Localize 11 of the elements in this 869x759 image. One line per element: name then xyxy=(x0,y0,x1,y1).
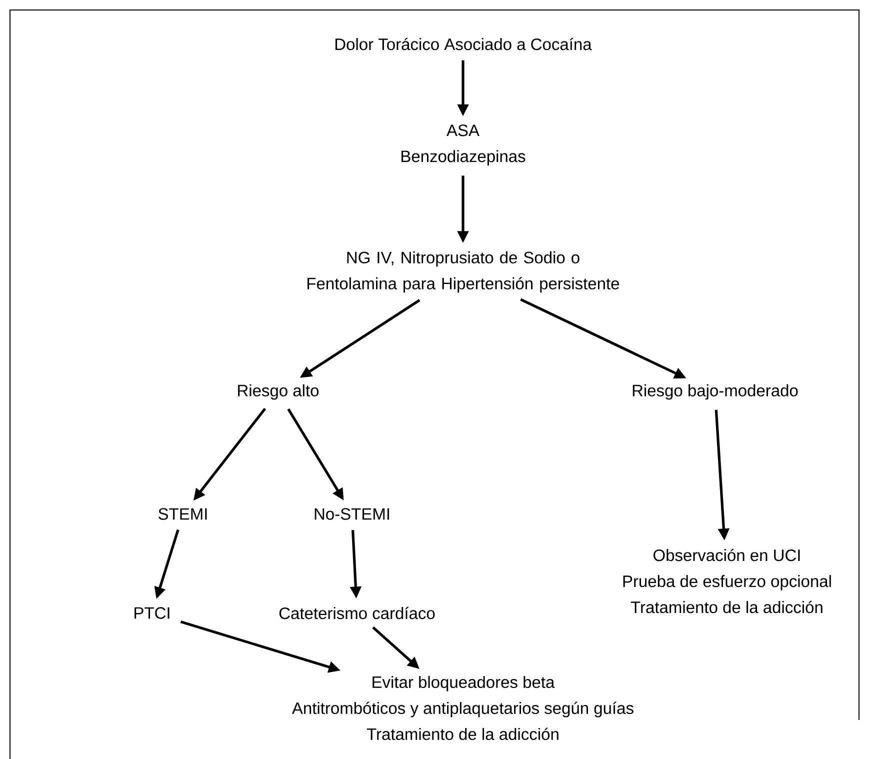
flow-text: Evitar bloqueadores beta Antitrombóticos y antiplaquetarios según guías Tratamiento de la adicción xyxy=(292,676,634,740)
flow-text: Observación en UCI Prueba de esfuerzo opcional Tratamiento de la adicción xyxy=(623,548,831,614)
flow-text: Dolor Torácico Asociado a Cocaína xyxy=(336,38,592,50)
flow-text: NG IV, Nitroprusiato de Sodio o Fentolamina para Hipertensión persistente xyxy=(308,251,620,293)
flow-text: ASA Benzodiazepinas xyxy=(402,124,526,166)
flow-text: Cateterismo cardíaco xyxy=(279,606,435,620)
flow-text: PTCI xyxy=(134,607,170,619)
flow-text: STEMI xyxy=(158,508,207,520)
flow-text: Riesgo bajo-moderado xyxy=(632,384,798,400)
flow-text: No-STEMI xyxy=(314,508,389,520)
flow-text: Riesgo alto xyxy=(238,384,319,400)
